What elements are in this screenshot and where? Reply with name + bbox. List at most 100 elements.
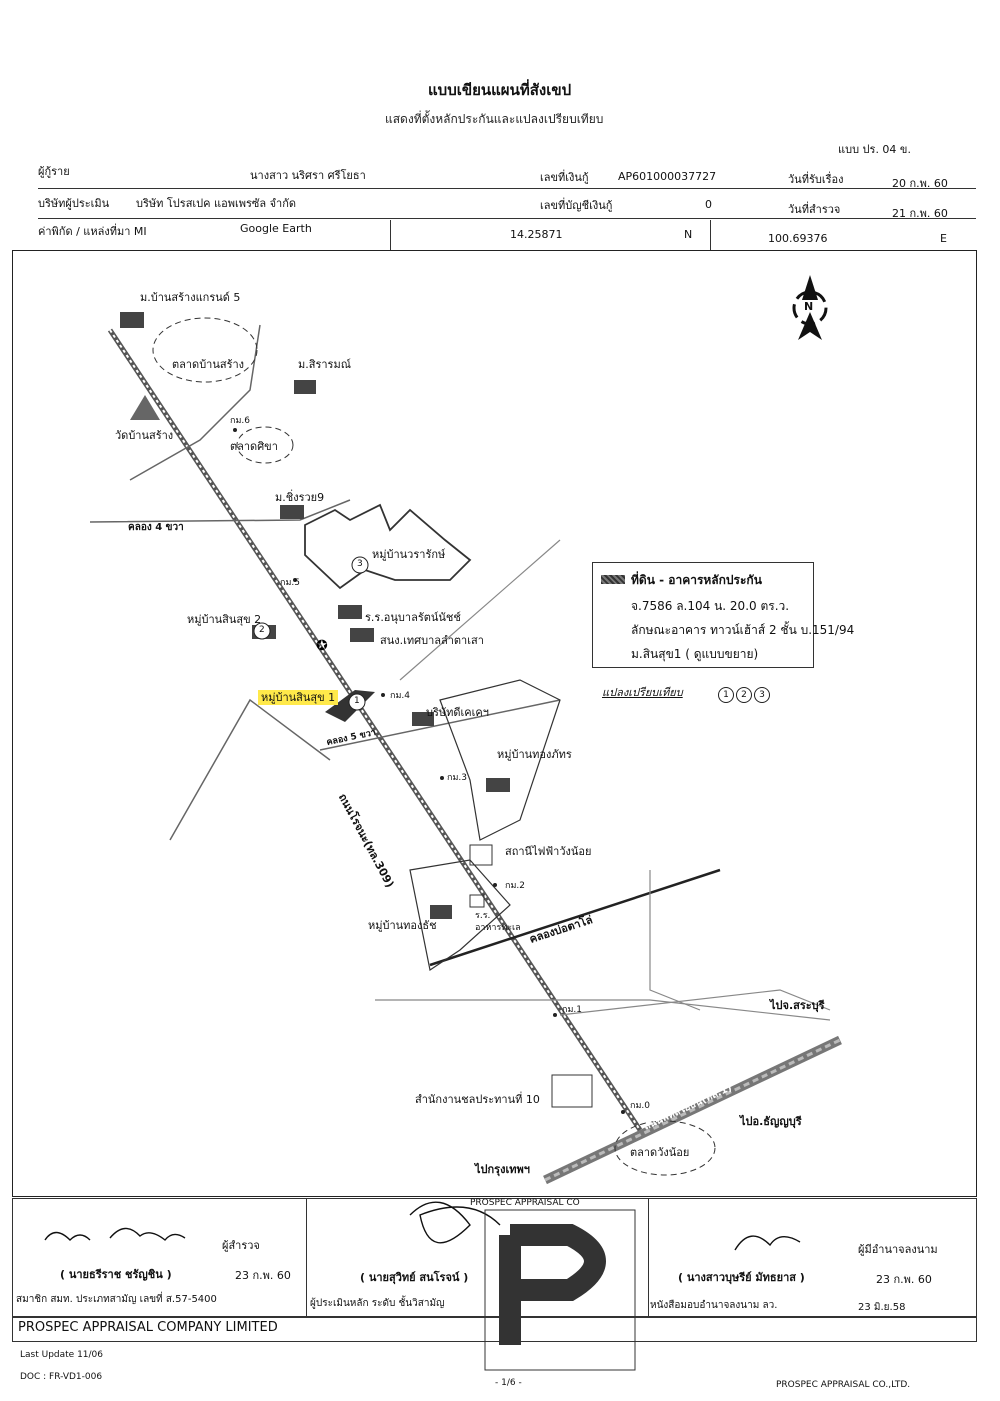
loan-no-label: เลขที่เงินกู้: [540, 171, 589, 184]
coord-label: ค่าพิกัด / แหล่งที่มา MI: [38, 225, 147, 238]
label-village5: ม.บ้านสร้างแกรนด์ 5: [140, 291, 241, 304]
legend-box: ที่ดิน - อาคารหลักประกัน จ.7586 ล.104 น.…: [592, 562, 854, 668]
company-bar: [12, 1316, 977, 1342]
label-km1: กม.1: [562, 1005, 582, 1015]
label-market-chisa: ตลาดศิขา: [230, 440, 278, 453]
compare-num-3: 3: [754, 687, 770, 703]
market-chisa-circle: [236, 426, 294, 464]
form-code: แบบ ปร. 04 ข.: [838, 143, 911, 156]
legend-title: ที่ดิน - อาคารหลักประกัน: [631, 573, 762, 587]
borrower-label: ผู้กู้ราย: [38, 165, 70, 178]
label-km4: กม.4: [390, 691, 410, 701]
village-thongphat-outline: [439, 679, 561, 841]
landmark-star-icon: ✪: [316, 638, 328, 654]
label-school: ร.ร.อนุบาลรัตน์นัชช์: [365, 611, 461, 624]
label-village-warak: หมู่บ้านวรารักษ์: [372, 548, 446, 561]
village-thongthip-outline: [409, 859, 511, 971]
stamp-text: PROSPEC APPRAISAL CO: [470, 1198, 580, 1208]
label-canal4: คลอง 4 ขวา: [128, 522, 184, 533]
label-village-thongphat: หมู่บ้านทองภัทร: [497, 748, 572, 761]
appraiser-label: บริษัทผู้ประเมิน: [38, 197, 110, 210]
borrower-value: นางสาว นริศรา ศรีโยธา: [250, 169, 366, 182]
market-banlsang-circle: [152, 317, 258, 383]
label-km6: กม.6: [230, 416, 250, 426]
north-label: N: [804, 300, 814, 313]
survey-label: วันที่สำรวจ: [788, 203, 841, 216]
label-irrigation: สำนักงานชลประทานที่ 10: [415, 1093, 540, 1106]
legend-swatch: [601, 575, 625, 584]
surveyor-name: ( นายธรีราช ชรัญชิน ): [60, 1268, 172, 1281]
surveyor-signature: [44, 1227, 186, 1241]
authorizer-name: ( นางสาวบุษรีย์ มัทธยาส ): [678, 1271, 805, 1284]
legend-line1: จ.7586 ล.104 น. 20.0 ตร.ว.: [631, 599, 790, 613]
signature-area: [12, 1198, 977, 1318]
appraiser-value: บริษัท โปรสเปค แอพเพรซัล จำกัด: [136, 197, 296, 210]
label-km5: กม.5: [280, 578, 300, 588]
page-title: แบบเขียนแผนที่สังเขป: [428, 81, 572, 99]
page-number: - 1/6 -: [495, 1378, 522, 1388]
label-market-wangnoi: ตลาดวังน้อย: [630, 1146, 690, 1159]
compare-label: แปลงเปรียบเทียบ: [602, 686, 683, 699]
north-arrow-icon: [792, 275, 828, 340]
lon-dir: E: [940, 232, 947, 245]
loan-no-value: AP601000037727: [618, 170, 717, 183]
company-name: PROSPEC APPRAISAL COMPANY LIMITED: [18, 1320, 278, 1335]
lon-value: 100.69376: [768, 232, 828, 245]
appraiser-role: ผู้ประเมินหลัก ระดับ ชั้นวิสามัญ: [310, 1298, 445, 1309]
company-short: PROSPEC APPRAISAL CO.,LTD.: [776, 1380, 911, 1390]
authorizer-role: ผู้มีอำนาจลงนาม: [858, 1243, 938, 1256]
surveyor-date: 23 ก.พ. 60: [235, 1269, 291, 1282]
map-frame: [12, 250, 977, 1197]
coord-source: Google Earth: [240, 222, 312, 235]
lat-value: 14.25871: [510, 228, 563, 241]
legend-line2: ลักษณะอาคาร ทาวน์เฮ้าส์ 2 ชั้น บ.151/94: [631, 623, 855, 637]
label-municipal: สนง.เทศบาลลำตาเสา: [380, 634, 484, 647]
appraiser-name: ( นายสุวิทย์ สนโรจน์ ): [360, 1271, 469, 1284]
survey-value: 21 ก.พ. 60: [892, 207, 948, 220]
label-school2: ร.ร.: [475, 911, 491, 921]
marker-2: 2: [259, 625, 265, 635]
account-label: เลขที่บัญชีเงินกู้: [540, 199, 613, 212]
lat-dir: N: [684, 228, 693, 241]
page-subtitle: แสดงที่ตั้งหลักประกันและแปลงเปรียบเทียบ: [385, 112, 604, 126]
legend-line3: ม.สินสุข1 ( ดูแบบขยาย): [631, 647, 759, 661]
label-wat: วัดบ้านสร้าง: [115, 429, 174, 442]
canal4-line: [89, 499, 351, 523]
label-village-sinsuk2: หมู่บ้านสินสุข 2: [187, 613, 262, 626]
marker-3: 3: [357, 559, 363, 569]
irrigation-box: [551, 1074, 593, 1108]
company-stamp: [484, 1209, 636, 1371]
temple-icon: [130, 395, 160, 420]
doc-code: DOC : FR-VD1-006: [20, 1372, 103, 1382]
authorizer-doc-date: 23 มิ.ย.58: [858, 1302, 906, 1313]
label-restaurant: อาหารทะเล: [475, 923, 521, 933]
label-km3: กม.3: [447, 773, 467, 783]
label-substation: สถานีไฟฟ้าวังน้อย: [505, 845, 592, 858]
label-m-chinawat: ม.ชิ่งรวย9: [275, 491, 325, 504]
appraiser-signature: [409, 1201, 501, 1244]
marker-1: 1: [354, 696, 360, 706]
authorizer-doc: หนังสือมอบอำนาจลงนาม ลว.: [650, 1300, 778, 1311]
label-company: บริษัทดีเคเคฯ: [426, 706, 489, 719]
label-to-bangkok: ไปกรุงเทพฯ: [475, 1163, 530, 1176]
compare-num-1: 1: [718, 687, 734, 703]
label-to-saraburi: ไปจ.สระบุรี: [770, 999, 825, 1012]
village-warak-outline: [304, 503, 472, 590]
label-km2: กม.2: [505, 881, 525, 891]
last-update: Last Update 11/06: [20, 1350, 103, 1360]
label-market-banlsang: ตลาดบ้านสร้าง: [172, 358, 245, 371]
label-to-thanyaburi: ไปอ.ธัญญบุรี: [740, 1115, 802, 1128]
surveyor-role: ผู้สำรวจ: [222, 1239, 260, 1252]
canal-bo-line: [429, 868, 721, 967]
label-km0: กม.0: [630, 1101, 650, 1111]
received-value: 20 ก.พ. 60: [892, 177, 948, 190]
market-wangnoi-circle: [614, 1120, 716, 1176]
label-village-thongthip: หมู่บ้านทองธัช: [368, 919, 437, 932]
compare-num-2: 2: [736, 687, 752, 703]
account-value: 0: [705, 198, 712, 211]
authorizer-signature: [734, 1235, 801, 1251]
authorizer-date: 23 ก.พ. 60: [876, 1273, 932, 1286]
